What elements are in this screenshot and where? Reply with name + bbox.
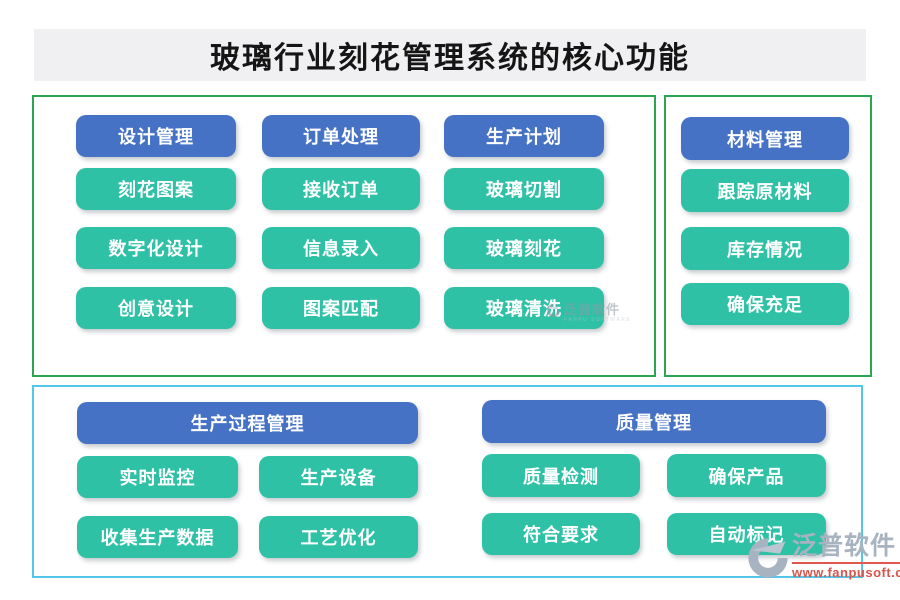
watermark-brand-text: 泛普软件 — [792, 534, 900, 564]
item-track-raw-materials[interactable]: 跟踪原材料 — [681, 169, 849, 212]
item-glass-engraving[interactable]: 玻璃刻花 — [444, 227, 604, 269]
item-receive-orders[interactable]: 接收订单 — [262, 168, 420, 210]
item-production-equipment[interactable]: 生产设备 — [259, 456, 418, 498]
item-pattern-matching[interactable]: 图案匹配 — [262, 287, 420, 329]
watermark-url: www.fanpusoft.com — [792, 565, 900, 580]
header-quality-management[interactable]: 质量管理 — [482, 400, 826, 443]
item-engraving-patterns[interactable]: 刻花图案 — [76, 168, 236, 210]
page-title: 玻璃行业刻花管理系统的核心功能 — [34, 29, 866, 81]
item-digital-design[interactable]: 数字化设计 — [76, 227, 236, 269]
header-order-processing[interactable]: 订单处理 — [262, 115, 420, 157]
item-meet-requirements[interactable]: 符合要求 — [482, 513, 640, 555]
header-production-planning[interactable]: 生产计划 — [444, 115, 604, 157]
panel-design-orders-production: 设计管理 刻花图案 数字化设计 创意设计 订单处理 接收订单 信息录入 图案匹配… — [32, 95, 656, 377]
header-production-process-management[interactable]: 生产过程管理 — [77, 402, 418, 444]
item-data-entry[interactable]: 信息录入 — [262, 227, 420, 269]
item-glass-cleaning[interactable]: 玻璃清洗 — [444, 287, 604, 329]
item-inventory-status[interactable]: 库存情况 — [681, 227, 849, 270]
item-realtime-monitoring[interactable]: 实时监控 — [77, 456, 238, 498]
item-collect-production-data[interactable]: 收集生产数据 — [77, 516, 238, 558]
fanpu-logo-icon — [746, 534, 790, 587]
header-material-management[interactable]: 材料管理 — [681, 117, 849, 160]
panel-materials: 材料管理 跟踪原材料 库存情况 确保充足 — [664, 95, 872, 377]
watermark-corner: 泛普软件 www.fanpusoft.com — [746, 534, 900, 587]
header-design-management[interactable]: 设计管理 — [76, 115, 236, 157]
item-creative-design[interactable]: 创意设计 — [76, 287, 236, 329]
item-process-optimization[interactable]: 工艺优化 — [259, 516, 418, 558]
item-ensure-product[interactable]: 确保产品 — [667, 454, 826, 497]
item-quality-inspection[interactable]: 质量检测 — [482, 454, 640, 497]
item-glass-cutting[interactable]: 玻璃切割 — [444, 168, 604, 210]
item-ensure-sufficiency[interactable]: 确保充足 — [681, 283, 849, 325]
panel-process-quality: 生产过程管理 实时监控 生产设备 收集生产数据 工艺优化 质量管理 质量检测 确… — [32, 385, 863, 578]
